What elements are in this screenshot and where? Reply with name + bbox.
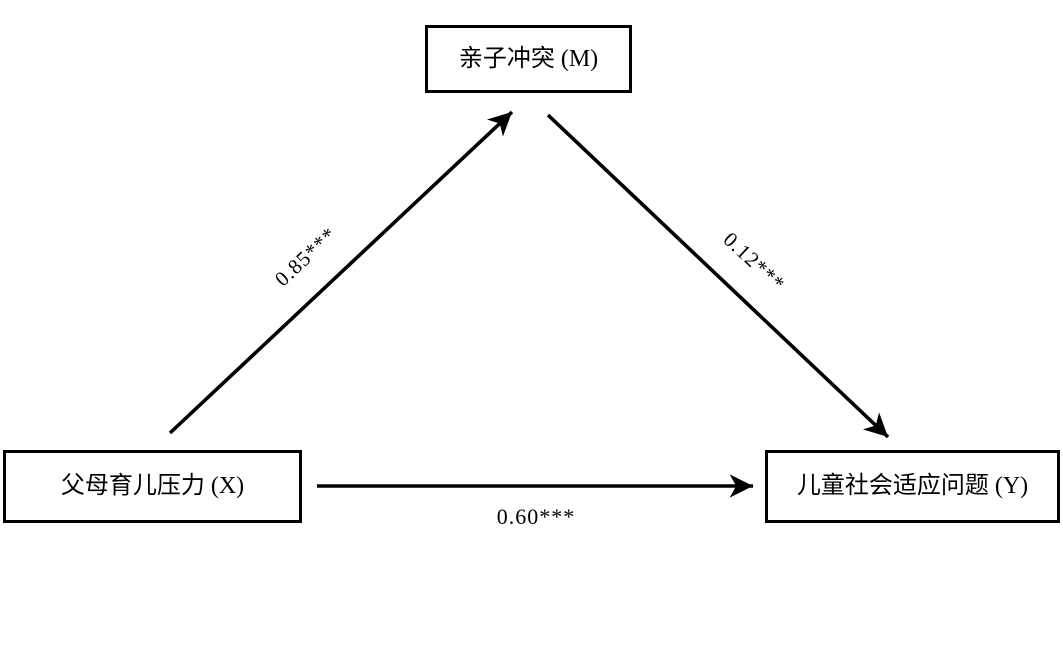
coefficient-x-to-y: 0.60*** xyxy=(496,504,576,529)
node-outcome-label: 儿童社会适应问题 (Y) xyxy=(796,473,1029,500)
node-predictor-label: 父母育儿压力 (X) xyxy=(60,473,245,500)
arrow-m-to-y-icon xyxy=(546,113,890,439)
node-mediator-label: 亲子冲突 (M) xyxy=(458,45,599,72)
node-mediator: 亲子冲突 (M) xyxy=(425,25,632,93)
node-predictor: 父母育儿压力 (X) xyxy=(3,450,302,523)
arrow-x-to-m-icon xyxy=(168,110,514,435)
node-outcome: 儿童社会适应问题 (Y) xyxy=(765,450,1060,523)
